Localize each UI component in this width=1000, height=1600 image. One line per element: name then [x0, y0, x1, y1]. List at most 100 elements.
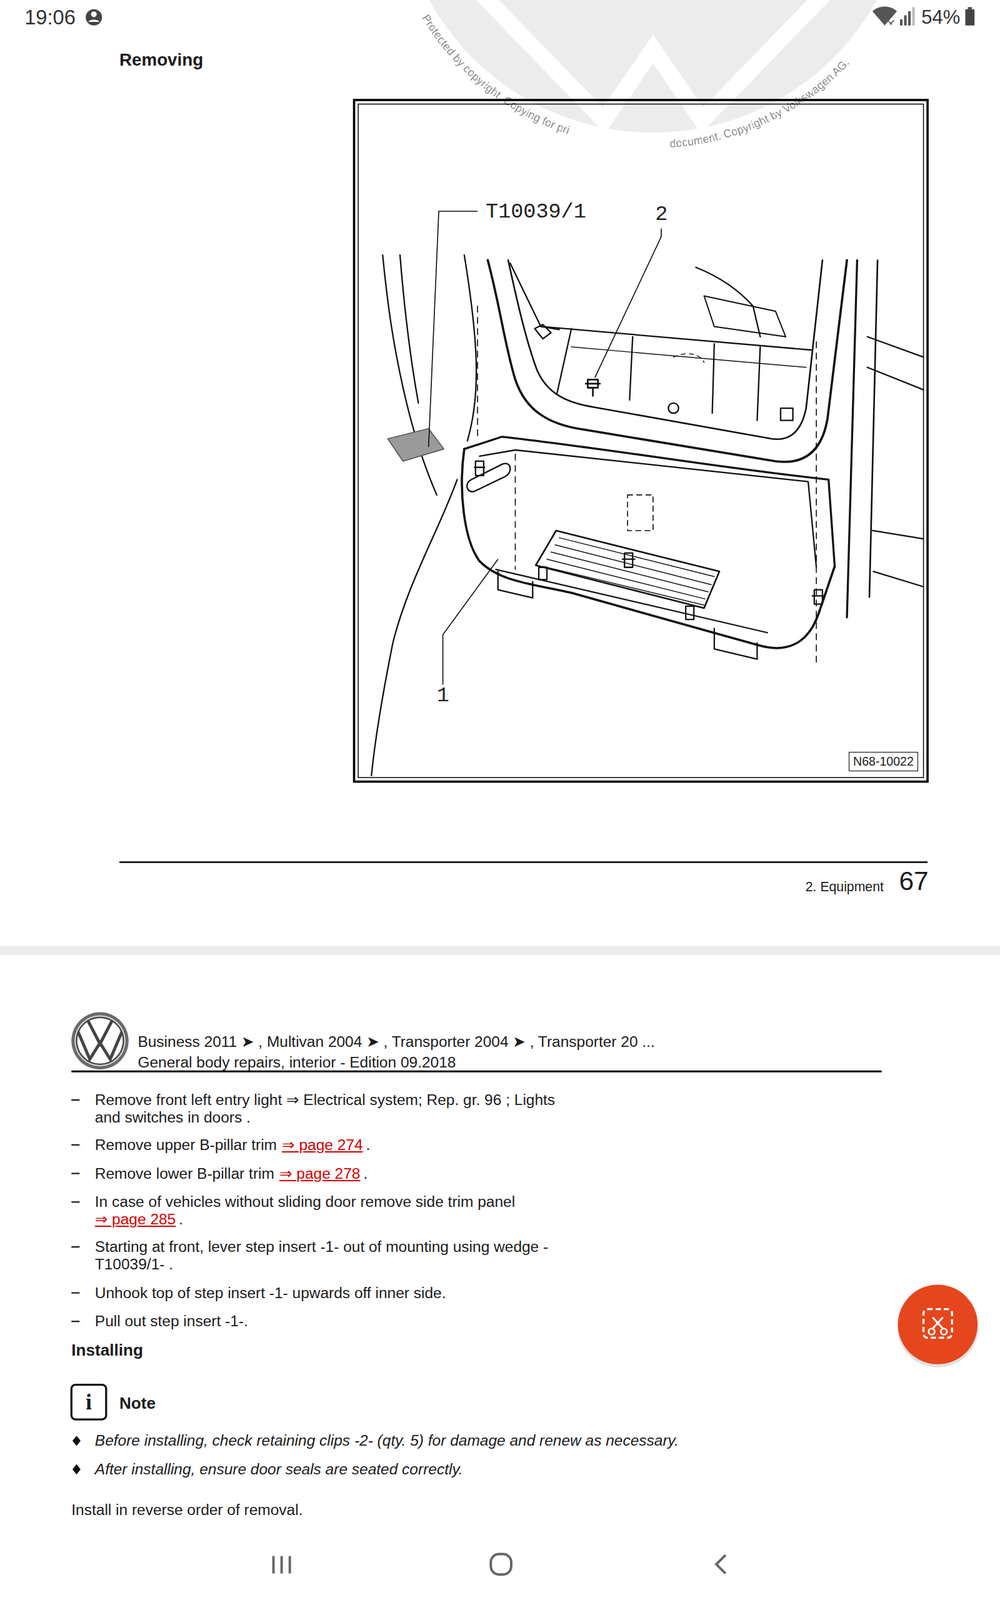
- bullet-dash: [71, 1292, 80, 1294]
- vw-logo: [71, 1012, 129, 1070]
- floating-button: [940, 1328, 947, 1335]
- floating-button: [896, 1285, 979, 1368]
- step-insert-illustration: [540, 326, 812, 350]
- instruction-step: Remove front left entry light ⇒ Electric…: [95, 1091, 577, 1127]
- chapter-name: 2. Equipment: [805, 879, 884, 895]
- step-insert-illustration: [535, 530, 720, 609]
- step-insert-illustration: [508, 260, 823, 439]
- status-icons: [88, 19, 100, 22]
- step-insert-illustration: [461, 448, 835, 648]
- manual-models: Business 2011 ➤ , Multivan 2004 ➤ , Tran…: [137, 1033, 655, 1051]
- step-insert-illustration: [464, 255, 477, 441]
- bullet-diamond: [72, 1464, 81, 1475]
- step-insert-illustration: [780, 408, 794, 421]
- step-insert-illustration: [535, 324, 552, 339]
- section-heading: Installing: [71, 1340, 144, 1360]
- watermark-logo: [398, 0, 909, 133]
- status-icons: [872, 6, 897, 26]
- step-insert-illustration: [400, 255, 419, 404]
- note-icon-frame: [71, 1385, 107, 1420]
- note-heading: Note: [119, 1393, 156, 1413]
- step-insert-illustration: [815, 341, 817, 664]
- bullet-diamond: [72, 1435, 81, 1475]
- status-icons: [887, 20, 894, 25]
- step-insert-illustration: [371, 255, 924, 776]
- figure-frame: [354, 100, 929, 782]
- step-insert-illustration: [571, 346, 807, 368]
- step-insert-illustration: [673, 353, 705, 363]
- note-icon: i: [85, 1389, 92, 1415]
- footer-rule: [119, 861, 928, 863]
- watermark: Protected by copyright. Copying for pri: [419, 12, 571, 137]
- bullet-dash: [71, 1144, 80, 1146]
- status-icons: [912, 6, 915, 25]
- step-insert-illustration: [543, 537, 715, 605]
- step-insert-illustration: [685, 606, 694, 620]
- section-heading: Removing: [119, 50, 204, 70]
- status-icons: [85, 9, 102, 26]
- header-rule: [71, 1070, 882, 1072]
- step-insert-illustration: [867, 336, 924, 587]
- step-insert-illustration: [622, 553, 635, 568]
- watermark: document. Copyright by Volkswagen AG.: [669, 56, 852, 150]
- note-text: Before installing, check retaining clips…: [95, 1431, 679, 1450]
- bullet-dash: [71, 1246, 80, 1248]
- instruction-step: .: [363, 1165, 368, 1183]
- page-separator: [0, 945, 1000, 955]
- step-insert-illustration: [371, 479, 457, 775]
- bullet-dash: [71, 1201, 80, 1203]
- watermark: Protected by copyright. Copying for pri: [419, 12, 571, 137]
- vw-logo: [74, 1015, 126, 1067]
- vw-logo: [77, 1030, 123, 1060]
- instruction-step: .: [178, 1210, 184, 1229]
- page-link: ⇒ page 278: [279, 1165, 360, 1183]
- leader-line: [595, 228, 662, 378]
- callout-number: 1: [436, 683, 450, 708]
- vw-logo: [71, 1012, 129, 1070]
- step-insert-illustration: [629, 336, 760, 421]
- instruction-step: Remove lower B-pillar trim: [95, 1165, 275, 1183]
- floating-button: [923, 1309, 953, 1339]
- page-link: ⇒ page 285: [95, 1210, 176, 1229]
- status-icons: [85, 6, 975, 26]
- note-icon-frame: [71, 1385, 107, 1420]
- status-icons: [908, 11, 911, 26]
- floating-button: [928, 1328, 935, 1335]
- watermark-logo: [398, 0, 909, 133]
- status-icons: [968, 6, 973, 9]
- navigation-bar: [273, 1554, 726, 1575]
- floating-button: [932, 1317, 943, 1329]
- navigation-bar: [273, 1556, 290, 1574]
- page-number: 67: [899, 866, 929, 897]
- page-link: ⇒ page 274: [281, 1136, 363, 1154]
- bullet-dash: [71, 1099, 80, 1101]
- step-insert-illustration: [487, 260, 847, 462]
- navigation-bar: [490, 1554, 512, 1575]
- floating-button: [898, 1285, 978, 1365]
- step-insert-illustration: [498, 571, 758, 659]
- bullet-dash: [71, 1172, 80, 1174]
- step-insert-illustration: [479, 450, 817, 568]
- step-insert-illustration: [812, 590, 825, 605]
- footer-rule: [119, 861, 928, 864]
- step-insert-illustration: [474, 461, 485, 476]
- step-insert-illustration: [466, 463, 510, 492]
- figure-frame: [354, 100, 929, 782]
- instruction-step: .: [365, 1136, 370, 1154]
- figure-number-box: N68-10022: [848, 751, 919, 771]
- step-insert-illustration: [846, 260, 857, 617]
- step-insert-illustration: [668, 403, 679, 414]
- step-insert-illustration: [476, 306, 479, 439]
- bullet-dash: [71, 1320, 80, 1322]
- step-insert-illustration: [869, 260, 878, 597]
- instruction-step: Starting at front, lever step insert -1-…: [95, 1238, 552, 1274]
- tool-callout: T10039/1: [485, 200, 587, 224]
- leader-line: [428, 211, 478, 447]
- instruction-step: In case of vehicles without sliding door…: [95, 1193, 515, 1211]
- step-insert-illustration: [704, 295, 787, 337]
- bullet-dash: [71, 1100, 80, 1322]
- step-insert-illustration: [464, 436, 835, 567]
